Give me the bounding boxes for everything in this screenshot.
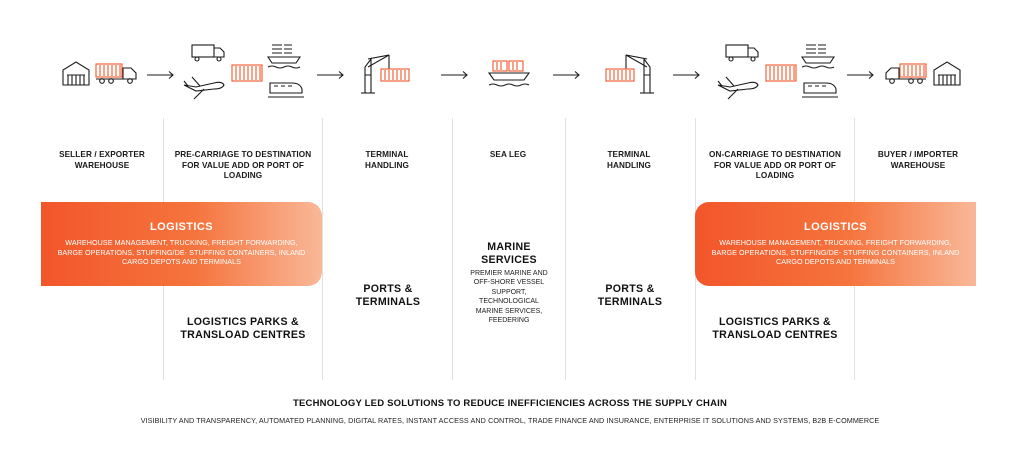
ports-terminals-right: PORTS & TERMINALS — [597, 283, 663, 308]
container-truck-icon — [885, 63, 927, 84]
technology-solutions-description: VISIBILITY AND TRANSPARENCY, AUTOMATED P… — [140, 416, 880, 425]
ship-icon — [487, 60, 531, 87]
seller-icons — [55, 38, 145, 108]
stage-title-buyer: BUYER / IMPORTER WAREHOUSE — [877, 150, 959, 170]
logistics-panel-right: LOGISTICS WAREHOUSE MANAGEMENT, TRUCKING… — [695, 202, 976, 286]
column-divider — [322, 118, 323, 380]
technology-solutions-title: TECHNOLOGY LED SOLUTIONS TO REDUCE INEFF… — [292, 398, 728, 409]
logistics-title: LOGISTICS — [150, 221, 213, 234]
arrow-right-icon — [673, 71, 700, 79]
warehouse-icon — [933, 61, 961, 86]
precarriage-icons — [178, 38, 308, 108]
logistics-description: WAREHOUSE MANAGEMENT, TRUCKING, FREIGHT … — [57, 238, 306, 267]
logistics-description: WAREHOUSE MANAGEMENT, TRUCKING, FREIGHT … — [711, 238, 960, 267]
column-divider — [565, 118, 566, 380]
container-truck-icon — [95, 63, 137, 84]
airplane-icon — [717, 76, 759, 100]
terminal2-icons — [600, 38, 660, 108]
ship-icon — [266, 44, 302, 69]
crane-icon — [361, 54, 410, 94]
terminal1-icons — [355, 38, 415, 108]
ship-icon — [800, 44, 836, 69]
container-icon — [380, 68, 410, 82]
train-icon — [802, 82, 838, 98]
crane-icon — [605, 54, 654, 94]
logistics-parks-right: LOGISTICS PARKS & TRANSLOAD CENTRES — [712, 316, 838, 341]
multimodal-icons — [183, 44, 304, 100]
ports-terminals-left: PORTS & TERMINALS — [355, 283, 421, 308]
logistics-panel-left: LOGISTICS WAREHOUSE MANAGEMENT, TRUCKING… — [41, 202, 322, 286]
marine-services-description: PREMIER MARINE AND OFF-SHORE VESSEL SUPP… — [470, 270, 548, 325]
arrow-right-icon — [317, 71, 344, 79]
logistics-title: LOGISTICS — [804, 221, 867, 234]
stage-title-sea-leg: SEA LEG — [489, 150, 527, 159]
stage-title-oncarriage: ON-CARRIAGE TO DESTINATION FOR VALUE ADD… — [709, 150, 841, 180]
stage-title-seller: SELLER / EXPORTER WAREHOUSE — [59, 150, 145, 170]
multimodal-icons — [717, 44, 838, 100]
arrow-right-icon — [553, 71, 580, 79]
column-divider — [452, 118, 453, 380]
warehouse-icon — [62, 61, 90, 86]
stage-title-terminal-2: TERMINAL HANDLING — [606, 150, 651, 170]
oncarriage-icons — [712, 38, 842, 108]
arrow-right-icon — [847, 71, 874, 79]
buyer-icons — [878, 38, 968, 108]
arrow-right-icon — [147, 71, 174, 79]
truck-icon — [725, 44, 759, 62]
truck-icon — [191, 44, 225, 62]
arrow-right-icon — [441, 71, 468, 79]
logistics-parks-left: LOGISTICS PARKS & TRANSLOAD CENTRES — [180, 316, 306, 341]
container-icon — [231, 64, 263, 82]
stage-title-terminal-1: TERMINAL HANDLING — [364, 150, 409, 170]
marine-services-title: MARINE SERVICES — [481, 241, 537, 266]
sealeg-icons — [487, 38, 531, 108]
train-icon — [268, 82, 304, 98]
stage-title-precarriage: PRE-CARRIAGE TO DESTINATION FOR VALUE AD… — [174, 150, 312, 180]
airplane-icon — [183, 76, 225, 100]
container-icon — [765, 64, 797, 82]
